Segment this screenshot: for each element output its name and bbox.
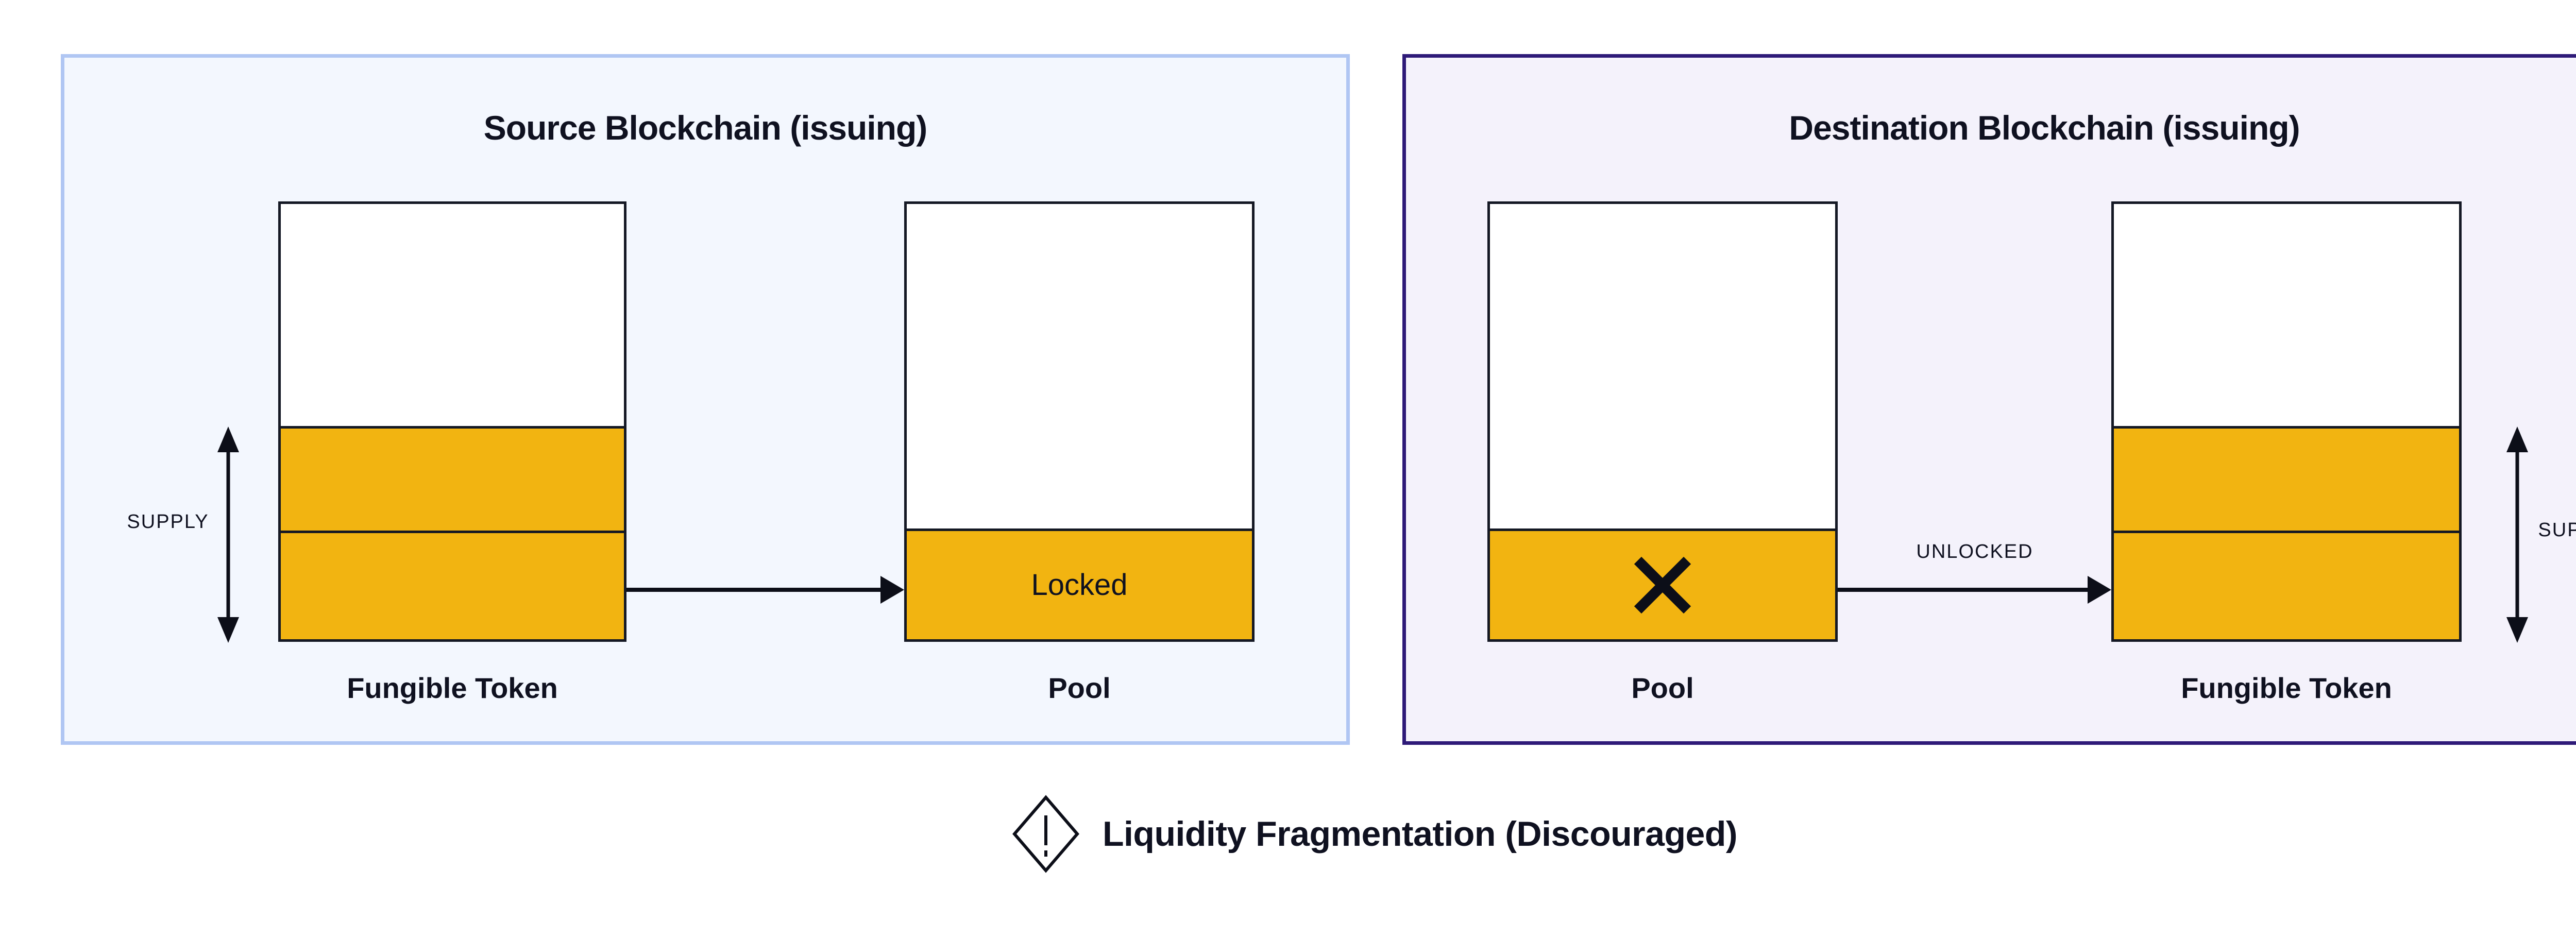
destination-pool-bar [1487, 201, 1838, 642]
destination-pool-unlocked-segment [1490, 528, 1835, 639]
destination-pool-empty-segment [1490, 204, 1835, 528]
destination-supply-range-arrow-icon [2499, 425, 2535, 646]
source-fungible-token-supply-lower-segment [281, 530, 624, 639]
source-fungible-token-label: Fungible Token [347, 672, 558, 704]
source-pool-empty-segment [907, 204, 1252, 528]
caption-text: Liquidity Fragmentation (Discouraged) [1103, 814, 1738, 854]
destination-panel-title: Destination Blockchain (issuing) [1789, 109, 2300, 147]
source-pool-label: Pool [1048, 672, 1111, 704]
destination-transfer-arrow-icon [1838, 567, 2111, 616]
source-fungible-token-empty-segment [281, 204, 624, 426]
source-fungible-token-supply-upper-segment [281, 425, 624, 531]
source-pool-locked-segment: Locked [907, 528, 1252, 639]
source-supply-label: SUPPLY [127, 511, 209, 533]
caption-row: Liquidity Fragmentation (Discouraged) [0, 795, 2576, 873]
destination-fungible-token-empty-segment [2114, 204, 2459, 426]
source-pool-bar: Locked [904, 201, 1255, 642]
destination-fungible-token-supply-upper-segment [2114, 425, 2459, 531]
source-fungible-token-bar [278, 201, 626, 642]
warning-diamond-icon [1012, 795, 1080, 873]
unlocked-arrow-label: UNLOCKED [1916, 541, 2033, 562]
destination-fungible-token-supply-lower-segment [2114, 530, 2459, 639]
cross-icon [1490, 531, 1835, 639]
destination-supply-label: SUPPLY [2538, 519, 2576, 541]
source-panel-title: Source Blockchain (issuing) [483, 109, 928, 147]
locked-label: Locked [1031, 568, 1128, 602]
destination-pool-label: Pool [1631, 672, 1694, 704]
source-supply-range-arrow-icon [210, 425, 246, 646]
destination-fungible-token-label: Fungible Token [2181, 672, 2392, 704]
source-transfer-arrow-icon [626, 567, 904, 616]
destination-fungible-token-bar [2111, 201, 2462, 642]
